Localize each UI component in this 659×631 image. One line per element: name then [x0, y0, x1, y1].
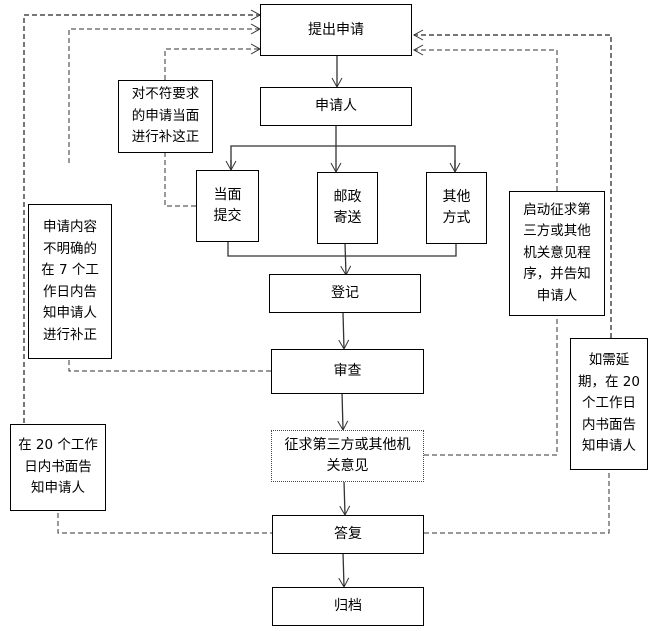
node-applicant: 申请人	[260, 87, 412, 126]
node-post: 邮政 寄送	[317, 172, 378, 244]
node-reply: 答复	[272, 515, 424, 554]
node-review: 审查	[271, 349, 424, 394]
note-unclear-content: 申请内容 不明确的 在 7 个工 作日内告 知申请人 进行补正	[28, 204, 112, 359]
dash-inperson-to-note	[164, 153, 196, 207]
dash-inner-left	[68, 23, 262, 163]
node-label: 审查	[333, 363, 362, 379]
dash-correct-to-submit	[164, 43, 262, 80]
dash-extension-to-submit	[412, 29, 612, 338]
note-label: 在 20 个工作 日内书面告 知申请人	[18, 437, 98, 497]
node-label: 邮政 寄送	[333, 189, 362, 226]
arrow-review-to-consult	[337, 391, 349, 432]
node-label: 答复	[334, 526, 362, 542]
node-label: 登记	[331, 285, 359, 301]
note-label: 启动征求第 三方或其他 机关意见程 序，并告知 申请人	[523, 201, 591, 304]
node-label: 其他 方式	[442, 189, 471, 226]
arrow-consult-to-reply	[339, 480, 351, 517]
node-register: 登记	[269, 274, 421, 313]
note-start-consult: 启动征求第 三方或其他 机关意见程 序，并告知 申请人	[509, 191, 605, 316]
note-notify-20-days: 在 20 个工作 日内书面告 知申请人	[10, 424, 106, 511]
note-label: 对不符要求 的申请当面 进行补这正	[131, 86, 200, 146]
note-label: 如需延 期，在 20 个工作日 内书面告 知申请人	[578, 352, 640, 455]
node-label: 征求第三方或其他机 关意见	[284, 437, 411, 474]
dash-reply-to-extension	[424, 470, 610, 534]
arrow-reply-to-archive	[338, 551, 350, 589]
split-line	[230, 145, 456, 170]
node-in-person: 当面 提交	[196, 170, 259, 242]
dash-review-to-note	[68, 358, 271, 372]
note-extension: 如需延 期，在 20 个工作日 内书面告 知申请人	[570, 338, 648, 470]
merge-line	[227, 242, 457, 257]
note-correct-on-site: 对不符要求 的申请当面 进行补这正	[118, 80, 213, 153]
arrow-register-to-review	[338, 312, 350, 351]
node-submit-application: 提出申请	[260, 4, 412, 56]
node-label: 当面 提交	[213, 187, 242, 224]
node-consult-third-party: 征求第三方或其他机 关意见	[271, 430, 424, 482]
note-label: 申请内容 不明确的 在 7 个工 作日内告 知申请人 进行补正	[41, 219, 99, 343]
node-label: 归档	[334, 598, 362, 614]
node-label: 申请人	[315, 98, 357, 114]
dash-start-to-submit	[412, 44, 558, 191]
node-other-methods: 其他 方式	[426, 172, 487, 244]
node-label: 提出申请	[308, 21, 364, 38]
node-archive: 归档	[272, 587, 424, 626]
dash-20days-to-reply	[57, 513, 272, 534]
arrow-to-register	[340, 242, 352, 277]
dash-consult-to-start	[424, 315, 558, 456]
